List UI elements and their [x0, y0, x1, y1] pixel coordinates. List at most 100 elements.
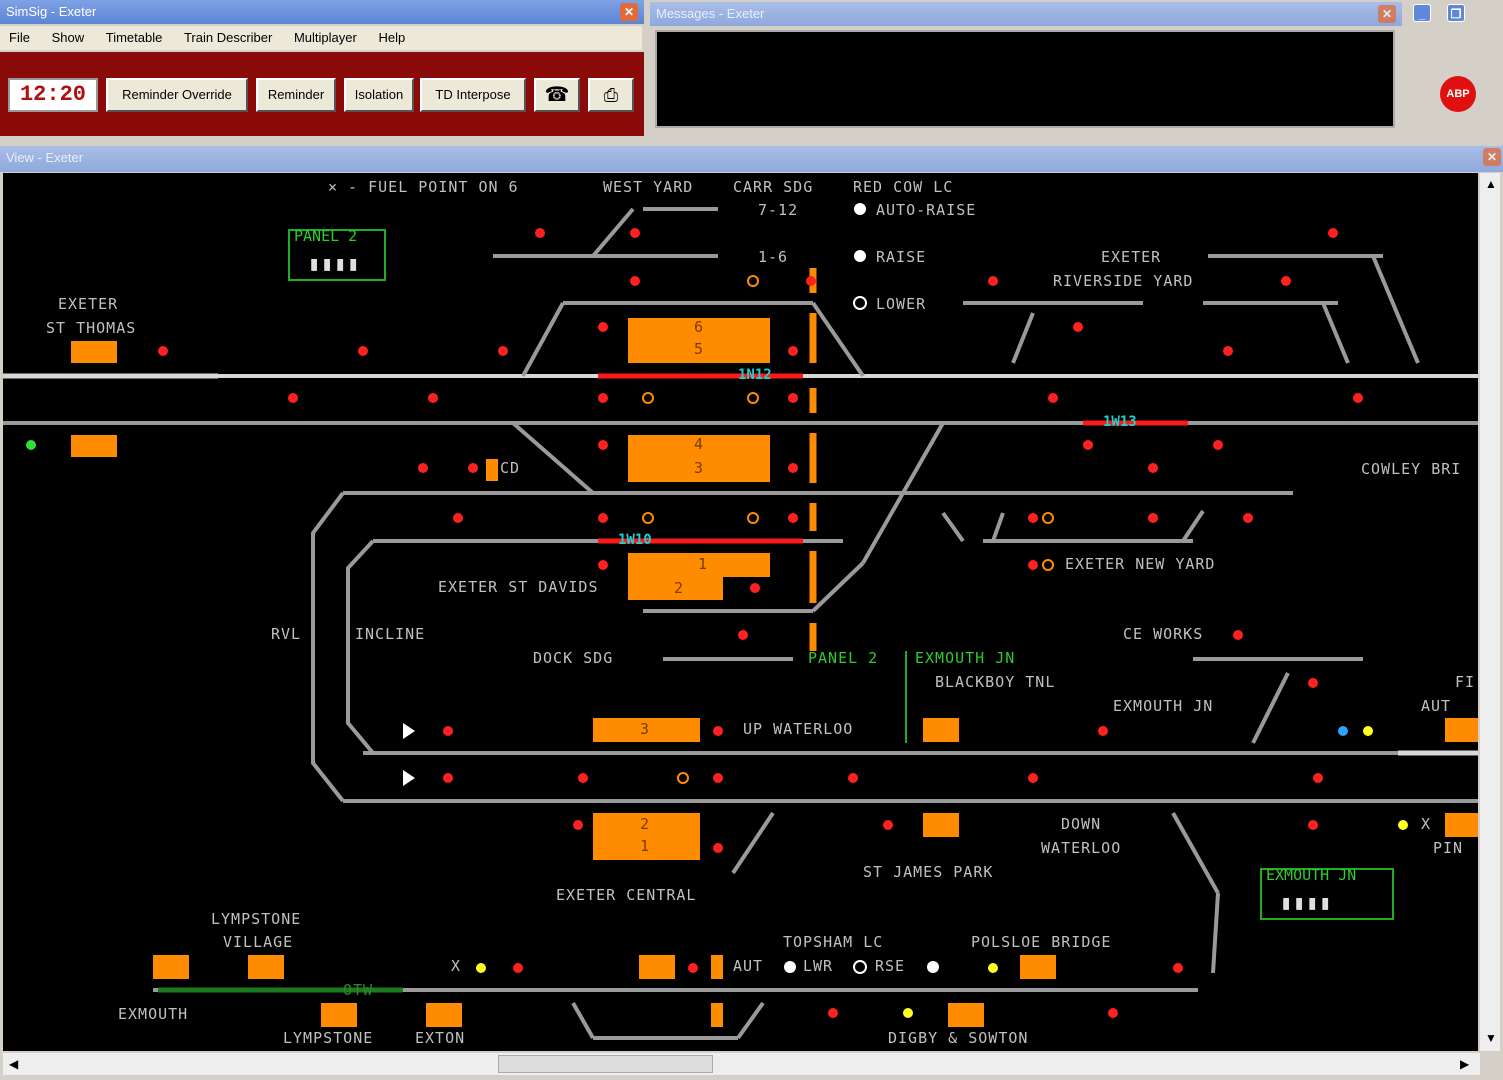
signalling-diagram[interactable]: × - FUEL POINT ON 6 WEST YARD CARR SDG R… [3, 173, 1478, 1051]
exeter-new-yard-label: EXETER NEW YARD [1065, 555, 1216, 573]
exmouth-jn-panel-indicator[interactable]: EXMOUTH JN ▮▮▮▮ [1260, 866, 1394, 920]
td-berth-empty[interactable] [639, 955, 675, 979]
lower-button[interactable]: LOWER [876, 295, 927, 313]
printer-button[interactable]: ⎙ [588, 78, 634, 112]
horizontal-scrollbar[interactable]: ◀ ▶ [3, 1053, 1480, 1075]
reminder-button[interactable]: Reminder [256, 78, 336, 112]
td-berth-empty[interactable] [321, 1003, 357, 1027]
td-berth-empty[interactable] [948, 1003, 984, 1027]
view-close-button[interactable]: ✕ [1483, 148, 1501, 166]
menu-show[interactable]: Show [51, 30, 85, 45]
polsloe-bridge-label: POLSLOE BRIDGE [971, 933, 1112, 951]
td-berth-empty[interactable] [426, 1003, 462, 1027]
exmouth-label: EXMOUTH [118, 1005, 189, 1023]
auto-raise-button[interactable]: AUTO-RAISE [876, 201, 977, 219]
road-1-6-label: 1-6 [758, 248, 789, 266]
clock-display[interactable]: 12:20 [8, 78, 98, 112]
panel-2-boundary-label: PANEL 2 [808, 649, 879, 667]
menu-multiplayer[interactable]: Multiplayer [293, 30, 357, 45]
view-window-titlebar[interactable]: View - Exeter [0, 146, 1503, 172]
messages-window-titlebar[interactable]: Messages - Exeter [650, 2, 1402, 26]
td-berth-empty[interactable] [486, 459, 498, 481]
x-left-label: X [451, 957, 462, 975]
exeter-central-label: EXETER CENTRAL [556, 886, 697, 904]
menu-help[interactable]: Help [378, 30, 406, 45]
lympstone-village-label-1: LYMPSTONE [211, 910, 302, 928]
track-layout [3, 203, 1478, 1040]
menu-train-describer[interactable]: Train Describer [183, 30, 273, 45]
rse-lc-button[interactable]: RSE [875, 957, 906, 975]
main-window-titlebar[interactable]: SimSig - Exeter [0, 0, 644, 24]
scroll-left-icon[interactable]: ◀ [9, 1057, 19, 1071]
horizontal-scroll-thumb[interactable] [498, 1055, 713, 1073]
exeter-st-davids-label: EXETER ST DAVIDS [438, 578, 599, 596]
lympstone-village-label-2: VILLAGE [223, 933, 294, 951]
cowley-bridge-label: COWLEY BRI [1361, 460, 1462, 478]
view-window-title: View - Exeter [6, 150, 84, 165]
td-berth-empty[interactable] [1020, 955, 1056, 979]
td-berth-empty[interactable] [923, 718, 959, 742]
menu-file[interactable]: File [9, 30, 30, 45]
messages-close-button[interactable]: ✕ [1378, 5, 1396, 23]
ce-works-label: CE WORKS [1123, 625, 1204, 643]
scroll-down-icon[interactable]: ▼ [1485, 1031, 1497, 1045]
central-platform-3: 3 [593, 718, 700, 742]
maximize-button[interactable]: ❐ [1447, 4, 1465, 22]
td-berth-empty[interactable] [923, 813, 959, 837]
main-window-title: SimSig - Exeter [6, 4, 97, 19]
down-waterloo-label-2: WATERLOO [1041, 839, 1122, 857]
exton-label: EXTON [415, 1029, 466, 1047]
messages-window-title: Messages - Exeter [656, 6, 765, 21]
td-berth-empty[interactable] [248, 955, 284, 979]
telephone-button[interactable]: ☎ [534, 78, 580, 112]
down-waterloo-label-1: DOWN [1061, 815, 1102, 833]
lwr-lc-button[interactable]: LWR [803, 957, 834, 975]
otw-label: OTW [343, 981, 374, 999]
menu-timetable[interactable]: Timetable [105, 30, 163, 45]
td-berth-empty[interactable] [711, 1003, 723, 1027]
td-berth-empty[interactable] [71, 435, 117, 457]
platform-6-5: 6 5 [628, 318, 770, 363]
platform-4-3: 4 3 [628, 435, 770, 482]
exeter-st-thomas-label-1: EXETER [58, 295, 119, 313]
td-berth-empty[interactable] [1445, 718, 1478, 742]
pin-label: PIN [1433, 839, 1464, 857]
red-cow-lc-label: RED COW LC [853, 178, 954, 196]
platform-2: 2 [628, 575, 723, 600]
td-berth-1n12[interactable]: 1N12 [738, 367, 772, 383]
scroll-right-icon[interactable]: ▶ [1460, 1057, 1470, 1071]
rvl-label: RVL [271, 625, 302, 643]
toolbar: 12:20 Reminder Override Reminder Isolati… [0, 52, 644, 136]
scroll-up-icon[interactable]: ▲ [1485, 177, 1497, 191]
exmouth-jn-label: EXMOUTH JN [1113, 697, 1214, 715]
panel-2-indicator[interactable]: PANEL 2 ▮▮▮▮ [288, 227, 386, 281]
td-interpose-button[interactable]: TD Interpose [420, 78, 526, 112]
minimize-button[interactable]: _ [1413, 4, 1431, 22]
exeter-riverside-label: EXETER [1101, 248, 1162, 266]
aut-lc-button[interactable]: AUT [733, 957, 764, 975]
aut-label: AUT [1421, 697, 1452, 715]
td-berth-empty[interactable] [711, 955, 723, 979]
td-berth-1w13[interactable]: 1W13 [1103, 414, 1137, 430]
td-berth-empty[interactable] [71, 341, 117, 363]
adblock-icon[interactable]: ABP [1440, 76, 1476, 112]
messages-panel[interactable] [655, 30, 1395, 128]
main-close-button[interactable]: ✕ [620, 3, 638, 21]
exeter-st-thomas-label-2: ST THOMAS [46, 319, 137, 337]
fi-label: FI [1455, 673, 1476, 691]
isolation-button[interactable]: Isolation [344, 78, 414, 112]
td-berth-empty[interactable] [153, 955, 189, 979]
td-berth-empty[interactable] [1445, 813, 1478, 837]
platform-1: 1 [628, 553, 770, 577]
st-james-park-label: ST JAMES PARK [863, 863, 994, 881]
blackboy-tunnel-label: BLACKBOY TNL [935, 673, 1056, 691]
dock-sdg-label: DOCK SDG [533, 649, 614, 667]
incline-label: INCLINE [355, 625, 426, 643]
raise-button[interactable]: RAISE [876, 248, 927, 266]
printer-icon: ⎙ [603, 85, 619, 105]
reminder-override-button[interactable]: Reminder Override [106, 78, 248, 112]
exmouth-jn-boundary-label: EXMOUTH JN [915, 649, 1016, 667]
td-berth-1w10[interactable]: 1W10 [618, 532, 652, 548]
up-waterloo-label: UP WATERLOO [743, 720, 854, 738]
vertical-scrollbar[interactable]: ▲ ▼ [1480, 173, 1500, 1051]
